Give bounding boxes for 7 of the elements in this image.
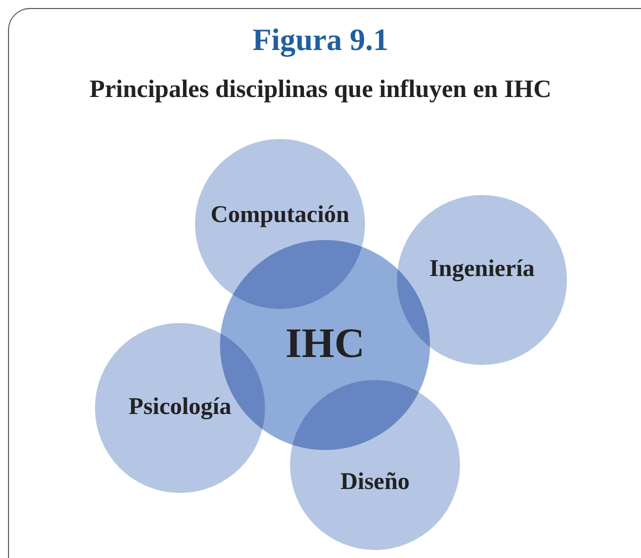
- circle-label: Ingeniería: [428, 256, 536, 283]
- circle-label: Psicología: [128, 394, 232, 421]
- circle-label: IHC: [284, 320, 366, 368]
- figure-subtitle: Principales disciplinas que influyen en IHC: [90, 76, 552, 103]
- figure-title: Figura 9.1: [252, 22, 389, 57]
- circle-label: Computación: [210, 202, 350, 229]
- circle-label: Diseño: [339, 468, 411, 496]
